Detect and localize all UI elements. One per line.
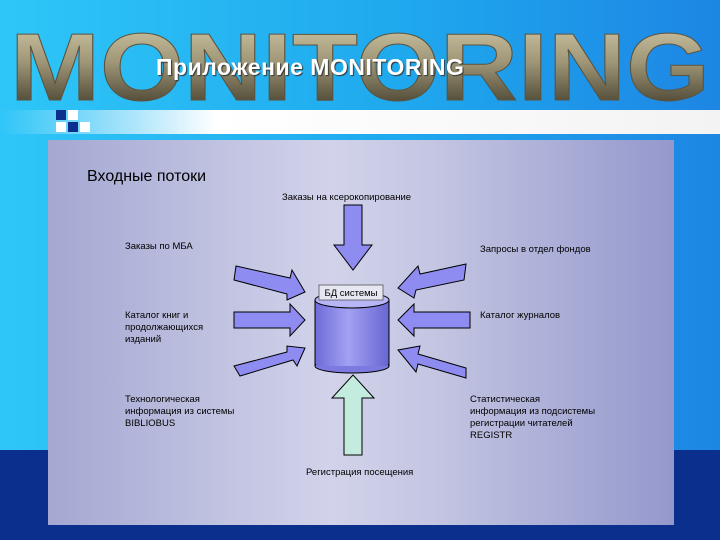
arrow-top [332, 204, 374, 271]
input-label-right-3: Статистическая информация из подсистемы … [470, 394, 595, 442]
arrow-right-3 [397, 345, 467, 379]
input-label-right-3-line-3: регистрации читателей [470, 418, 573, 429]
diagram-title: Входные потоки [87, 168, 207, 185]
input-label-left-3-line-2: информация из системы [125, 406, 235, 417]
input-label-right-3-line-1: Статистическая [470, 394, 541, 405]
arrow-right-2 [397, 302, 471, 338]
input-label-right-1: Запросы в отдел фондов [480, 244, 591, 255]
input-label-left-2-line-2: продолжающихся [125, 322, 204, 333]
monitoring-wordmark-text: MONITORING [10, 24, 710, 106]
database-label-box [318, 284, 384, 301]
input-label-left-2: Каталог книг и продолжающихся изданий [125, 310, 203, 346]
database-label: БД системы [324, 288, 377, 299]
input-label-left-3-line-3: BIBLIOBUS [125, 418, 176, 429]
input-label-left-2-line-3: изданий [125, 334, 162, 345]
input-label-right-3-line-4: REGISTR [470, 430, 513, 441]
page-title: Приложение MONITORING [156, 54, 465, 80]
input-label-left-3-line-1: Технологическая [125, 394, 200, 405]
arrow-right-1 [397, 263, 467, 299]
input-label-top: Заказы на ксерокопирование [282, 192, 412, 203]
input-label-left-2-line-1: Каталог книг и [125, 310, 189, 321]
input-label-right-2: Каталог журналов [480, 310, 561, 321]
arrow-bottom [330, 374, 376, 456]
database-cylinder [314, 291, 390, 374]
input-label-right-3-line-2: информация из подсистемы [470, 406, 596, 417]
input-label-left-1: Заказы по МБА [125, 241, 193, 252]
arrow-left-2 [233, 302, 306, 338]
header-stripe [0, 110, 720, 134]
input-label-bottom: Регистрация посещения [306, 467, 414, 478]
input-label-left-3: Технологическая информация из системы BI… [125, 394, 234, 430]
arrow-left-3 [233, 345, 306, 377]
arrow-left-1 [233, 265, 306, 301]
monitoring-wordmark: MONITORING [10, 24, 711, 106]
